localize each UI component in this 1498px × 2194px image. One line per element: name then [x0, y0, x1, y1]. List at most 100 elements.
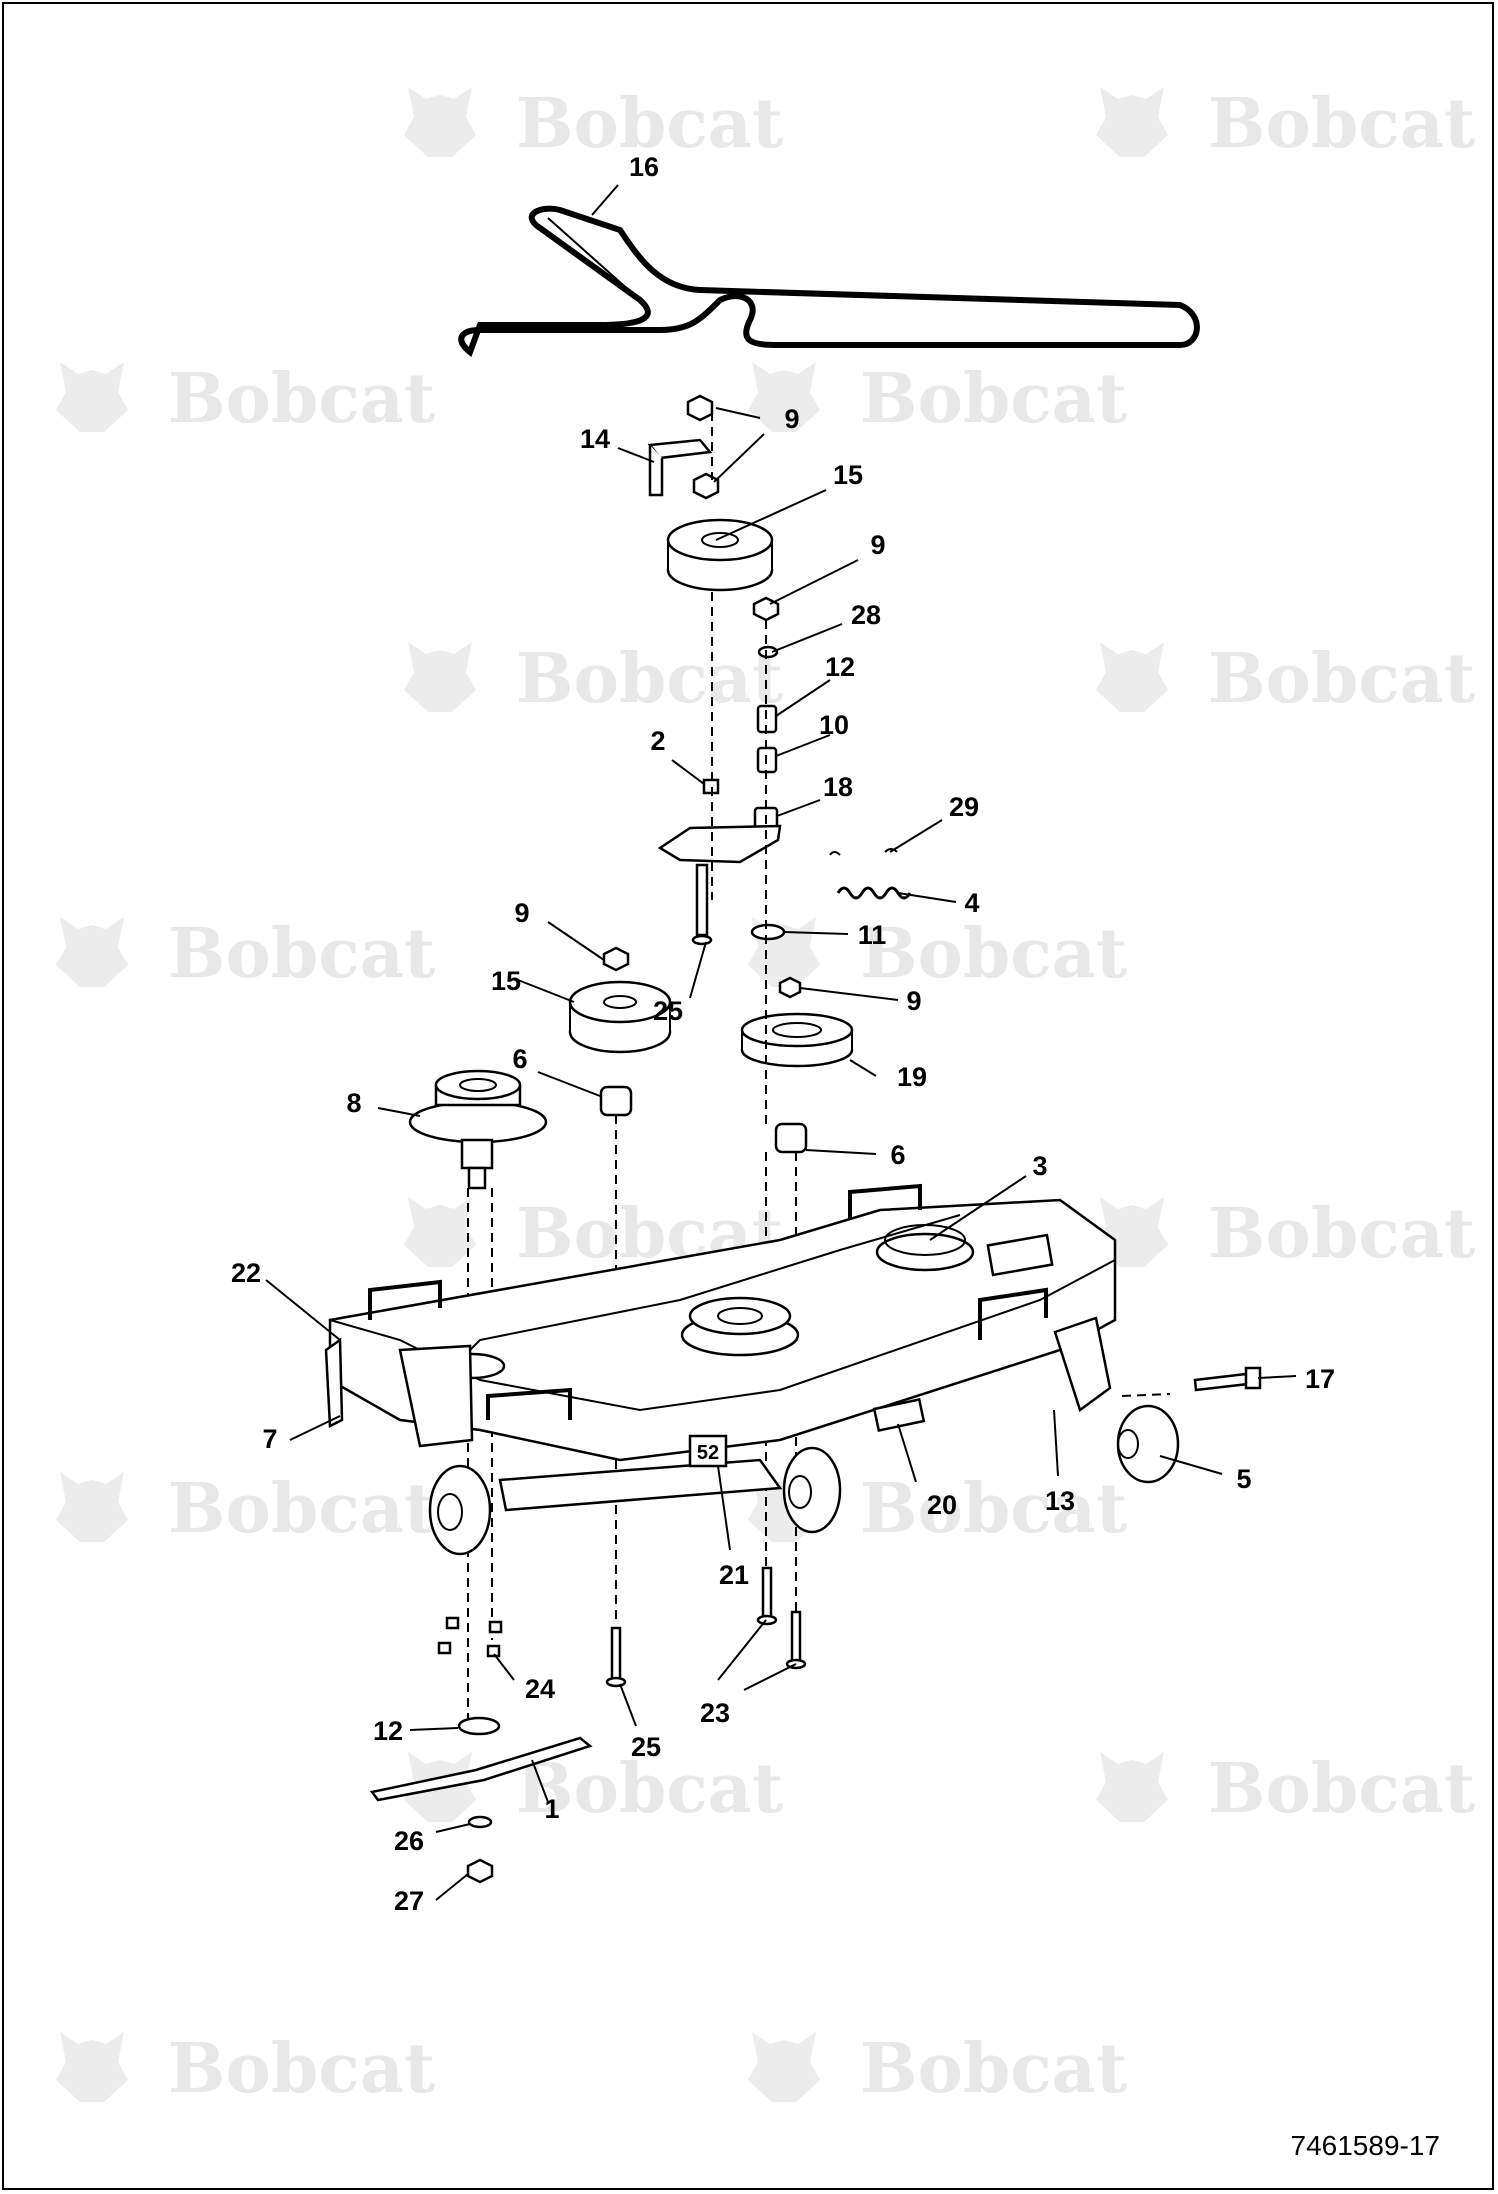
bobcat-logo-icon — [748, 2032, 820, 2102]
carriage-bolts — [605, 1566, 807, 1688]
callout-label: 25 — [653, 996, 683, 1026]
bobcat-watermarks: Bobcat®Bobcat®Bobcat®Bobcat®Bobcat®Bobca… — [56, 84, 1476, 2109]
callout-label: 29 — [949, 792, 979, 822]
callout-label: 2 — [650, 726, 665, 756]
watermark-brand-text: Bobcat — [860, 914, 1128, 994]
watermark-brand-text: Bobcat — [516, 1749, 784, 1829]
bobcat-logo-icon — [56, 2032, 128, 2102]
callout-label: 19 — [897, 1062, 927, 1092]
idler-pulley-left — [568, 980, 672, 1054]
bobcat-watermark: Bobcat® — [1096, 1749, 1476, 1829]
bobcat-watermark: Bobcat® — [404, 1749, 784, 1829]
bobcat-watermark: Bobcat® — [404, 639, 784, 719]
bobcat-logo-icon — [56, 362, 128, 432]
bobcat-watermark: Bobcat® — [56, 359, 436, 439]
deck-badge-text: 52 — [697, 1442, 719, 1464]
watermark-registered-mark: ® — [738, 1799, 749, 1815]
callout-label: 4 — [964, 888, 979, 918]
bobcat-logo-icon — [1096, 1752, 1168, 1822]
bobcat-watermark: Bobcat® — [56, 1469, 436, 1549]
callout-label: 13 — [1045, 1486, 1075, 1516]
callout-label: 12 — [825, 652, 855, 682]
watermark-registered-mark: ® — [1430, 1799, 1441, 1815]
watermark-brand-text: Bobcat — [860, 2029, 1128, 2109]
watermark-registered-mark: ® — [390, 409, 401, 425]
idler-bracket — [647, 394, 720, 500]
flat-idler-pulley — [740, 1012, 854, 1068]
bobcat-logo-icon — [748, 362, 820, 432]
bobcat-watermark: Bobcat® — [748, 2029, 1128, 2109]
callout-label: 20 — [927, 1490, 957, 1520]
watermark-registered-mark: ® — [1082, 1519, 1093, 1535]
watermark-brand-text: Bobcat — [1208, 1194, 1476, 1274]
document-number: 7461589-17 — [1290, 2130, 1440, 2161]
bobcat-watermark: Bobcat® — [1096, 1194, 1476, 1274]
callout-label: 18 — [823, 772, 853, 802]
spindle-assembly — [408, 1069, 548, 1190]
watermark-brand-text: Bobcat — [1208, 1749, 1476, 1829]
bobcat-logo-icon — [1096, 87, 1168, 157]
callout-label: 15 — [491, 966, 521, 996]
callout-label: 9 — [784, 404, 799, 434]
watermark-brand-text: Bobcat — [516, 639, 784, 719]
callout-label: 7 — [262, 1424, 277, 1454]
watermark-registered-mark: ® — [1082, 2079, 1093, 2095]
bobcat-watermark: Bobcat® — [1096, 84, 1476, 164]
callout-label: 9 — [870, 530, 885, 560]
callout-label: 22 — [231, 1258, 261, 1288]
watermark-registered-mark: ® — [1430, 134, 1441, 150]
callout-label: 11 — [858, 920, 887, 950]
callout-label: 3 — [1032, 1151, 1047, 1181]
watermark-registered-mark: ® — [1430, 689, 1441, 705]
leader-lines — [265, 184, 1297, 1901]
watermark-brand-text: Bobcat — [516, 84, 784, 164]
callout-label: 1 — [544, 1794, 559, 1824]
callout-label: 21 — [719, 1560, 749, 1590]
watermark-registered-mark: ® — [390, 964, 401, 980]
part-callouts: 1234566789999101112121314151516171819202… — [231, 152, 1335, 1916]
callout-label: 27 — [394, 1886, 424, 1916]
callout-label: 28 — [851, 600, 881, 630]
callout-label: 15 — [833, 460, 863, 490]
bobcat-logo-icon — [56, 917, 128, 987]
callout-label: 26 — [394, 1826, 424, 1856]
bobcat-watermark: Bobcat® — [748, 914, 1128, 994]
bobcat-watermark: Bobcat® — [56, 2029, 436, 2109]
bobcat-watermark: Bobcat® — [1096, 639, 1476, 719]
callout-label: 17 — [1305, 1364, 1335, 1394]
idler-arm — [657, 824, 782, 864]
callout-label: 24 — [525, 1674, 555, 1704]
bobcat-watermark: Bobcat® — [56, 914, 436, 994]
watermark-brand-text: Bobcat — [1208, 84, 1476, 164]
watermark-registered-mark: ® — [738, 134, 749, 150]
watermark-brand-text: Bobcat — [1208, 639, 1476, 719]
idler-pulley-top — [666, 518, 774, 592]
bobcat-watermark: Bobcat® — [748, 359, 1128, 439]
watermark-registered-mark: ® — [390, 1519, 401, 1535]
watermark-brand-text: Bobcat — [168, 2029, 436, 2109]
bobcat-logo-icon — [404, 87, 476, 157]
callout-label: 10 — [819, 710, 849, 740]
callout-label: 12 — [373, 1716, 403, 1746]
callout-label: 6 — [512, 1044, 527, 1074]
bobcat-logo-icon — [404, 642, 476, 712]
bobcat-logo-icon — [56, 1472, 128, 1542]
watermark-registered-mark: ® — [390, 2079, 401, 2095]
watermark-brand-text: Bobcat — [168, 1469, 436, 1549]
callout-label: 16 — [629, 152, 659, 182]
bobcat-watermark: Bobcat® — [404, 84, 784, 164]
watermark-brand-text: Bobcat — [860, 1469, 1128, 1549]
watermark-brand-text: Bobcat — [168, 914, 436, 994]
callout-label: 6 — [890, 1140, 905, 1170]
callout-label: 5 — [1236, 1464, 1251, 1494]
watermark-registered-mark: ® — [1082, 964, 1093, 980]
callout-label: 9 — [514, 898, 529, 928]
callout-label: 25 — [631, 1732, 661, 1762]
bobcat-logo-icon — [404, 1197, 476, 1267]
callout-label: 23 — [700, 1698, 730, 1728]
watermark-brand-text: Bobcat — [168, 359, 436, 439]
drive-belt — [458, 205, 1200, 357]
bobcat-logo-icon — [1096, 642, 1168, 712]
